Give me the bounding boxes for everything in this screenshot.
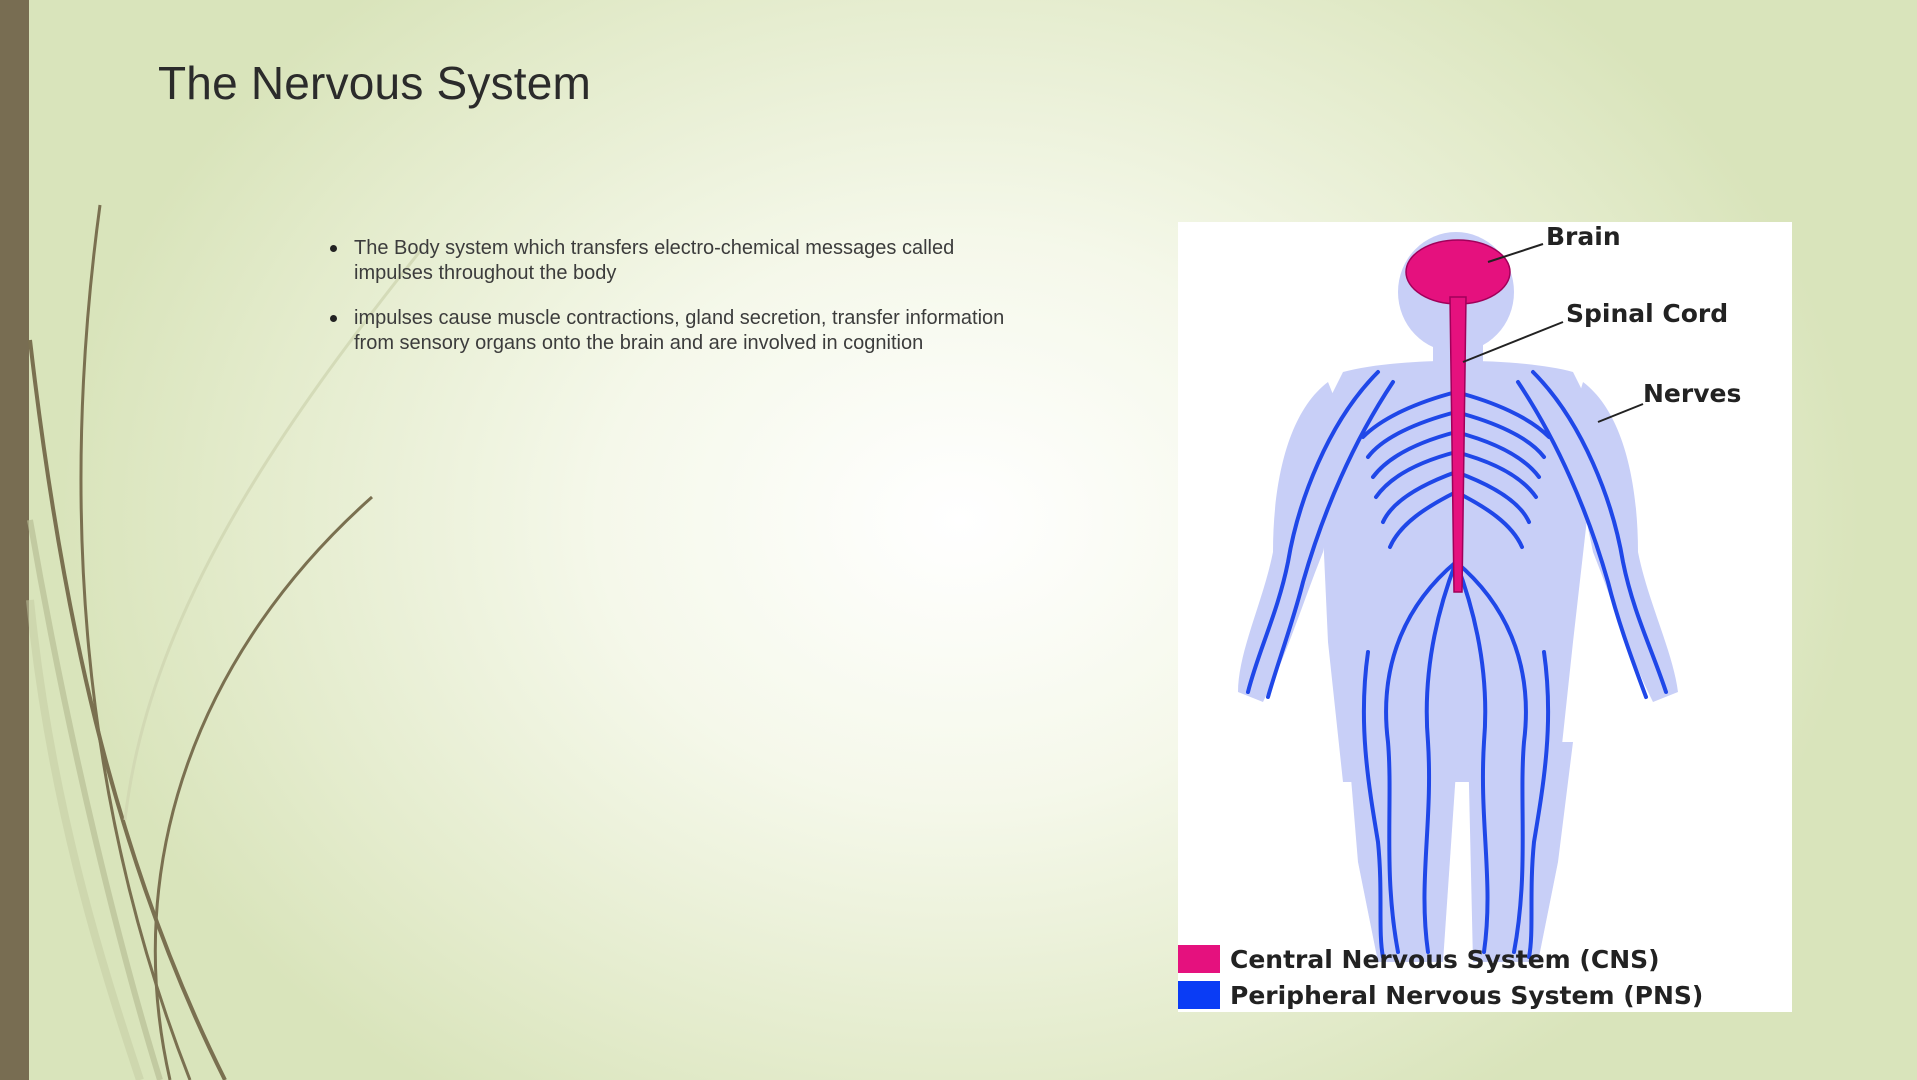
cns-swatch: [1178, 945, 1220, 973]
decorative-leaves: [26, 204, 420, 1080]
label-leader-lines: [1462, 243, 1644, 423]
legend-pns: Peripheral Nervous System (PNS): [1178, 980, 1703, 1010]
bullet-item: The Body system which transfers electro-…: [330, 236, 1030, 286]
label-brain: Brain: [1546, 222, 1621, 251]
legend-pns-label: Peripheral Nervous System (PNS): [1230, 980, 1704, 1010]
bullet-text: The Body system which transfers electro-…: [354, 237, 955, 284]
legend-cns-label: Central Nervous System (CNS): [1230, 944, 1660, 974]
bullet-item: impulses cause muscle contractions, glan…: [330, 306, 1030, 356]
bullet-dot-icon: [330, 245, 337, 252]
left-accent-bar: [0, 0, 29, 1080]
central-nervous-system: [1405, 239, 1511, 593]
label-spinal-cord: Spinal Cord: [1566, 299, 1729, 328]
label-nerves: Nerves: [1643, 379, 1742, 408]
nerve-network: [1246, 330, 1668, 959]
bullet-text: impulses cause muscle contractions, glan…: [354, 307, 1005, 354]
pns-swatch: [1178, 981, 1220, 1009]
nervous-system-diagram: Brain Spinal Cord Nerves Central Nervous…: [1178, 222, 1792, 1012]
slide-title: The Nervous System: [158, 57, 592, 109]
bullet-list: The Body system which transfers electro-…: [330, 236, 1030, 376]
legend-cns: Central Nervous System (CNS): [1178, 944, 1660, 974]
human-body-illustration: [1238, 232, 1678, 962]
bullet-dot-icon: [330, 315, 337, 322]
